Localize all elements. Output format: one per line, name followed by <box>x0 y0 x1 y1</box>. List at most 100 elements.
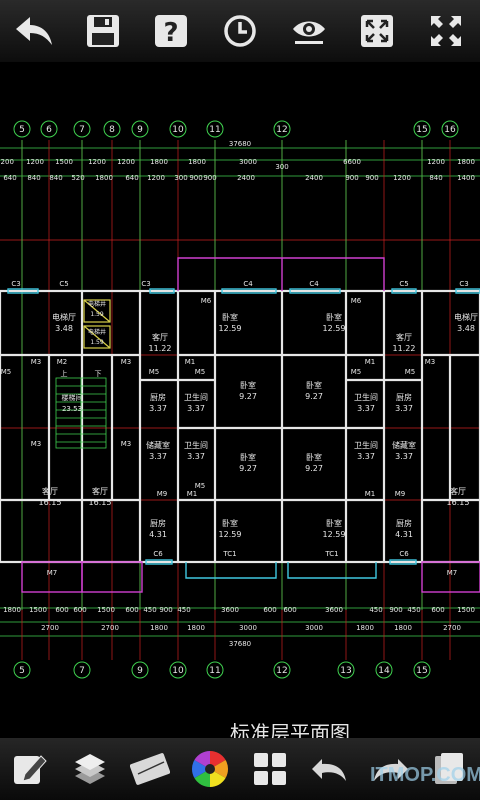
door-tag: M1 <box>365 358 376 366</box>
axis-label: 9 <box>137 666 143 676</box>
save-icon <box>86 15 119 47</box>
door-tag: M9 <box>395 490 406 498</box>
door-tag: M3 <box>31 440 42 448</box>
dimension-text: 1500 <box>457 606 475 614</box>
room-area: 3.37 <box>357 404 375 413</box>
door-tag: M3 <box>31 358 42 366</box>
door-tag: M1 <box>365 490 376 498</box>
dimension-text: 1800 <box>187 624 205 632</box>
dimension-text: 900 <box>159 606 172 614</box>
view-button[interactable] <box>283 5 335 57</box>
dimension-text: 520 <box>71 174 84 182</box>
dimension-text: 2400 <box>305 174 323 182</box>
dimension-text: 600 <box>263 606 276 614</box>
dimension-text: 3000 <box>239 158 257 166</box>
help-button[interactable]: ? <box>145 5 197 57</box>
save-button[interactable] <box>77 5 129 57</box>
measure-icon <box>130 753 170 785</box>
room-label: 卧室 <box>326 518 342 528</box>
room-label: 卧室 <box>240 452 256 462</box>
undo-button[interactable] <box>306 745 354 793</box>
door-tag: M5 <box>195 368 206 376</box>
room-area: 16.15 <box>39 498 62 507</box>
axis-label: 15 <box>416 125 427 135</box>
history-button[interactable] <box>214 5 266 57</box>
room-label: 厨房 <box>150 518 166 528</box>
dimension-text: 840 <box>27 174 40 182</box>
back-button[interactable] <box>8 5 60 57</box>
dimension-text: 1800 <box>95 174 113 182</box>
bottom-toolbar <box>0 738 480 800</box>
room-label: 卫生间 <box>184 392 208 402</box>
dimension-text: 3600 <box>325 606 343 614</box>
room-area: 12.59 <box>219 530 242 539</box>
measure-button[interactable] <box>126 745 174 793</box>
door-tag: M6 <box>201 297 212 305</box>
axis-label: 10 <box>172 125 184 135</box>
room-label: 厨房 <box>150 392 166 402</box>
redo-button[interactable] <box>366 745 414 793</box>
room-area: 11.22 <box>149 344 172 353</box>
fullscreen-icon <box>430 16 461 46</box>
dimension-text: 640 <box>3 174 16 182</box>
dimension-text: 900 <box>365 174 378 182</box>
door-tag: M5 <box>351 368 362 376</box>
room-area: 9.27 <box>239 464 257 473</box>
watermark-text: ITMOP.COM <box>370 764 480 786</box>
axis-label: 5 <box>19 125 25 135</box>
axis-label: 12 <box>276 666 287 676</box>
dimension-text: 900 <box>389 606 402 614</box>
layers-button[interactable] <box>66 745 114 793</box>
dimension-text: 1800 <box>150 158 168 166</box>
room-area: 3.37 <box>395 404 413 413</box>
dimension-text: 450 <box>177 606 190 614</box>
axis-label: 8 <box>109 125 115 135</box>
stair-down-label: 下 <box>95 370 102 378</box>
door-tag: M5 <box>149 368 160 376</box>
dimension-text: 1200 <box>427 158 445 166</box>
window-tag: C3 <box>11 280 20 288</box>
edit-icon <box>14 755 47 784</box>
room-area: 12.59 <box>323 324 346 333</box>
dimension-text: 2700 <box>101 624 119 632</box>
fullscreen-button[interactable] <box>420 5 472 57</box>
room-label: 电梯井 <box>88 300 106 308</box>
color-button[interactable] <box>186 745 234 793</box>
dimension-text: 2400 <box>237 174 255 182</box>
room-label: 电梯厅 <box>454 312 478 322</box>
room-label: 卧室 <box>222 518 238 528</box>
door-tag: M5 <box>1 368 12 376</box>
window-tag: C4 <box>309 280 319 288</box>
room-label: 厨房 <box>396 392 412 402</box>
axis-label: 15 <box>416 666 427 676</box>
cad-drawing-canvas[interactable]: 5 6 7 8 9 10 11 12 15 16 5 7 9 10 11 12 … <box>0 62 480 738</box>
dimension-text: 1500 <box>55 158 73 166</box>
blocks-button[interactable] <box>246 745 294 793</box>
dimension-text: 900 <box>189 174 202 182</box>
dimension-text: 1800 <box>394 624 412 632</box>
room-label: 卫生间 <box>184 440 208 450</box>
files-button[interactable] <box>426 745 474 793</box>
room-label: 卧室 <box>240 380 256 390</box>
floor-plan-svg: 5 6 7 8 9 10 11 12 15 16 5 7 9 10 11 12 … <box>0 120 480 738</box>
room-label: 客厅 <box>152 332 168 342</box>
room-area: 1.59 <box>90 339 104 346</box>
window-tag: C6 <box>399 550 409 558</box>
room-label: 客厅 <box>396 332 412 342</box>
room-area: 3.48 <box>55 324 73 333</box>
room-area: 16.15 <box>447 498 470 507</box>
dimension-text: 1800 <box>188 158 206 166</box>
door-tag: M1 <box>187 490 198 498</box>
edit-button[interactable] <box>6 745 54 793</box>
room-label: 卫生间 <box>354 440 378 450</box>
svg-text:?: ? <box>164 18 179 48</box>
clock-icon <box>224 15 256 47</box>
window-tag: TC1 <box>324 550 338 558</box>
room-area: 3.37 <box>149 452 167 461</box>
door-tag: M6 <box>351 297 362 305</box>
axis-label: 12 <box>276 125 287 135</box>
room-area: 16.15 <box>89 498 112 507</box>
axis-label: 14 <box>378 666 390 676</box>
dimension-text: 300 <box>275 163 288 171</box>
fit-screen-button[interactable] <box>351 5 403 57</box>
